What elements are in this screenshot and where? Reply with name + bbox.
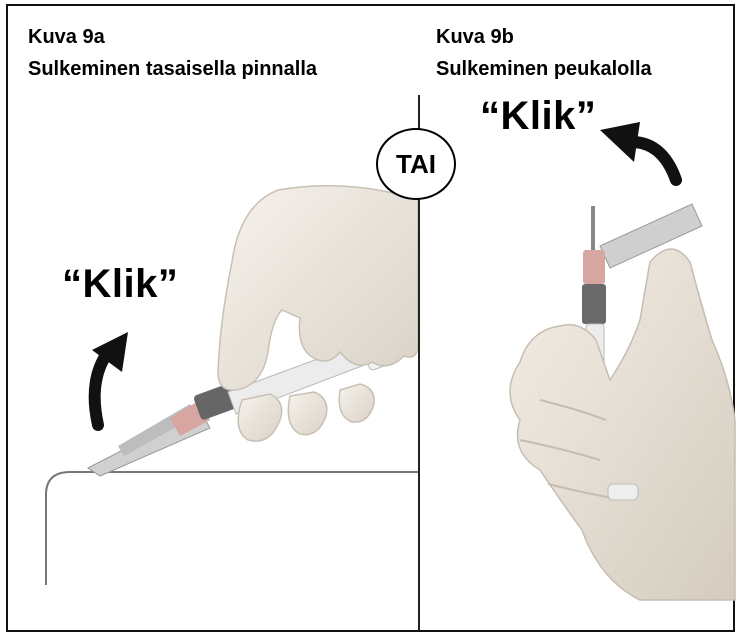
- click-sound-label-b: “Klik”: [480, 94, 596, 139]
- figure-subtitle-b: Sulkeminen peukalolla: [436, 54, 652, 84]
- curved-arrow-icon: [92, 332, 128, 425]
- figure-caption-a: Kuva 9a: [28, 22, 105, 52]
- table-surface: [46, 472, 418, 585]
- gloved-hand-a: [218, 186, 418, 441]
- curved-arrow-icon: [600, 122, 676, 180]
- click-sound-label-a: “Klik”: [62, 262, 178, 307]
- or-badge: TAI: [376, 128, 456, 200]
- figure-caption-b: Kuva 9b: [436, 22, 514, 52]
- gloved-hand-b: [510, 249, 735, 600]
- figure-subtitle-a: Sulkeminen tasaisella pinnalla: [28, 54, 317, 84]
